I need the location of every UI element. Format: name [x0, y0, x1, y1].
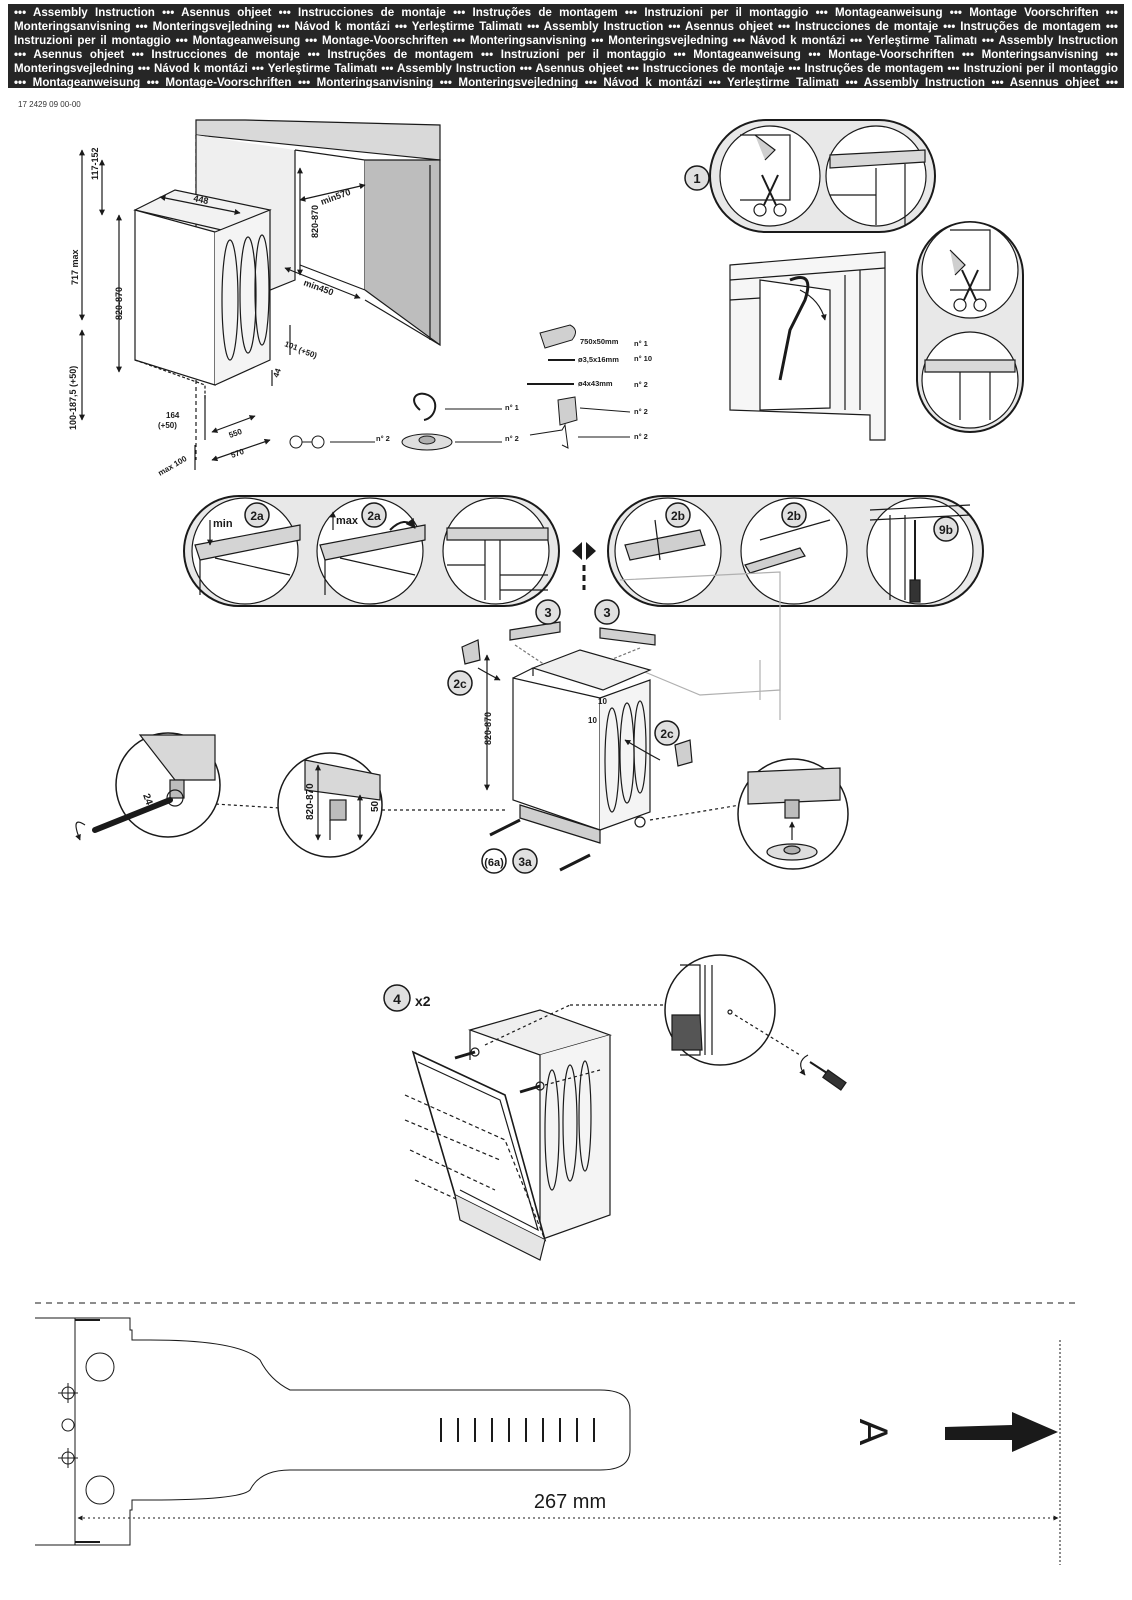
parts-list: [289, 324, 631, 451]
dim-101-plus: (+50): [297, 345, 318, 360]
hinge-screw-icon: [519, 1081, 545, 1094]
foot-dim-820-870: 820-870: [305, 783, 316, 820]
step2c-number: 2c: [453, 677, 467, 691]
screw-large-qty: n° 2: [634, 380, 648, 389]
step3-drawing: [149, 571, 781, 872]
step1-detail: [709, 119, 1024, 441]
step1-number: 1: [693, 171, 700, 186]
parts-labels: 750x50mm n° 1 ø3,5x16mm n° 10 ø4x43mm n°…: [376, 337, 652, 443]
template-outline: [35, 1317, 1061, 1565]
header-line: ••• Asennus ohjeet ••• Instrucciones de …: [14, 48, 1118, 61]
min-label: min: [213, 518, 233, 530]
hinge-icon: [529, 423, 569, 449]
tape-label: 750x50mm: [580, 337, 619, 346]
header-line: ••• Assembly Instruction ••• Asennus ohj…: [14, 6, 1118, 19]
dim-44: 44: [271, 367, 283, 379]
header-line: Monteringsanvisning ••• Monteringsvejled…: [14, 20, 1118, 33]
zoom-foot-detail: [277, 752, 383, 858]
step2b-number: 2b: [787, 509, 801, 523]
step4-number: 4: [393, 991, 401, 1007]
step2b-number: 2b: [671, 509, 685, 523]
header-line: Instruzioni per il montaggio ••• Montage…: [14, 34, 1118, 47]
screw-small-qty: n° 10: [634, 354, 652, 363]
dim-550: 550: [228, 427, 244, 440]
step4-multiplier: x2: [415, 993, 431, 1009]
scissors-icon: [753, 174, 787, 217]
clip-icon: [413, 392, 437, 421]
step3-dim-10b: 10: [588, 716, 597, 725]
arrow-a-icon: [945, 1412, 1058, 1452]
tape-qty: n° 1: [634, 339, 648, 348]
header-line: ••• Montageanweisung ••• Montage-Voorsch…: [14, 76, 1118, 89]
dim-820-870-height: 820-870: [114, 287, 124, 320]
step2a-number: 2a: [367, 509, 381, 523]
bracket-qty: n° 2: [634, 407, 648, 416]
step2a-detail: [183, 495, 560, 607]
dim-717-max: 717 max: [70, 249, 80, 285]
step3-dim-10a: 10: [598, 697, 607, 706]
step3-number: 3: [603, 605, 610, 620]
step2b-detail: [607, 495, 984, 607]
double-arrow-icon: [572, 542, 596, 590]
foot-dim-50: 50: [370, 800, 381, 812]
step2-badges: 2a min 2a max 2b 2b 9b: [213, 502, 959, 542]
step3a-number: 3a: [518, 855, 532, 869]
crosshair-icon: [58, 1448, 78, 1468]
dim-448: 448: [193, 193, 210, 206]
dim-570: 570: [230, 447, 246, 460]
tape-roll-icon: [539, 324, 576, 349]
dim-820-870-niche: 820-870: [310, 205, 320, 238]
dim-117-152: 117-152: [90, 147, 100, 180]
dimension-labels: 117-152 717 max 100-187,5 (+50) 448 820-…: [68, 147, 352, 477]
foot-qty: n° 2: [505, 434, 519, 443]
scissors-icon: [953, 269, 987, 312]
dim-100-187: 100-187,5 (+50): [68, 366, 78, 430]
spacer-qty: n° 2: [376, 434, 390, 443]
screwdriver-icon: [909, 520, 921, 603]
step2c-number: 2c: [660, 727, 674, 741]
step4-badge: 4 x2: [383, 984, 431, 1012]
step1-badge: 1: [684, 165, 710, 191]
dim-min450: min450: [302, 277, 335, 297]
dim-max100: max 100: [157, 454, 189, 478]
hinge-qty: n° 2: [634, 432, 648, 441]
wrench-icon: [92, 789, 184, 833]
dim-min570: min570: [319, 187, 352, 207]
dim-164: 164: [166, 411, 180, 420]
header-band: ••• Assembly Instruction ••• Asennus ohj…: [8, 4, 1124, 89]
crosshair-icon: [58, 1383, 78, 1403]
header-line: Monteringsvejledning ••• Návod k montázi…: [14, 62, 1118, 75]
hinge-screw-icon: [454, 1047, 480, 1060]
document-code: 17 2429 09 00-00: [18, 100, 81, 109]
screw-small-label: ø3,5x16mm: [578, 355, 619, 364]
step9b-number: 9b: [939, 523, 953, 537]
step2a-number: 2a: [250, 509, 264, 523]
clip-qty: n° 1: [505, 403, 519, 412]
dim-101: 101: [283, 339, 299, 352]
wrench-size-label: 24: [140, 792, 154, 807]
template-length: 267 mm: [534, 1491, 606, 1513]
step6a-number: (6a): [484, 857, 504, 869]
step3-number: 3: [544, 605, 551, 620]
dim-164-plus: (+50): [158, 421, 177, 430]
dimension-drawing: [79, 119, 441, 470]
screw-large-label: ø4x43mm: [578, 379, 613, 388]
step4-drawing: [404, 954, 847, 1261]
template-letter: A: [851, 1419, 895, 1446]
step3-badges: 3 3 2c 2c (6a) 3a 820-870 10 10: [447, 599, 680, 874]
screwdriver-icon: [809, 1061, 847, 1091]
spacer-icon: [289, 435, 325, 449]
zoom-wrench-detail: [75, 732, 221, 841]
max-label: max: [336, 515, 359, 527]
step3-dim-820-870: 820-870: [483, 712, 493, 745]
zoom-foot-plate-detail: [737, 758, 849, 870]
tape-slots: [440, 1418, 595, 1442]
bracket-icon: [557, 396, 578, 426]
